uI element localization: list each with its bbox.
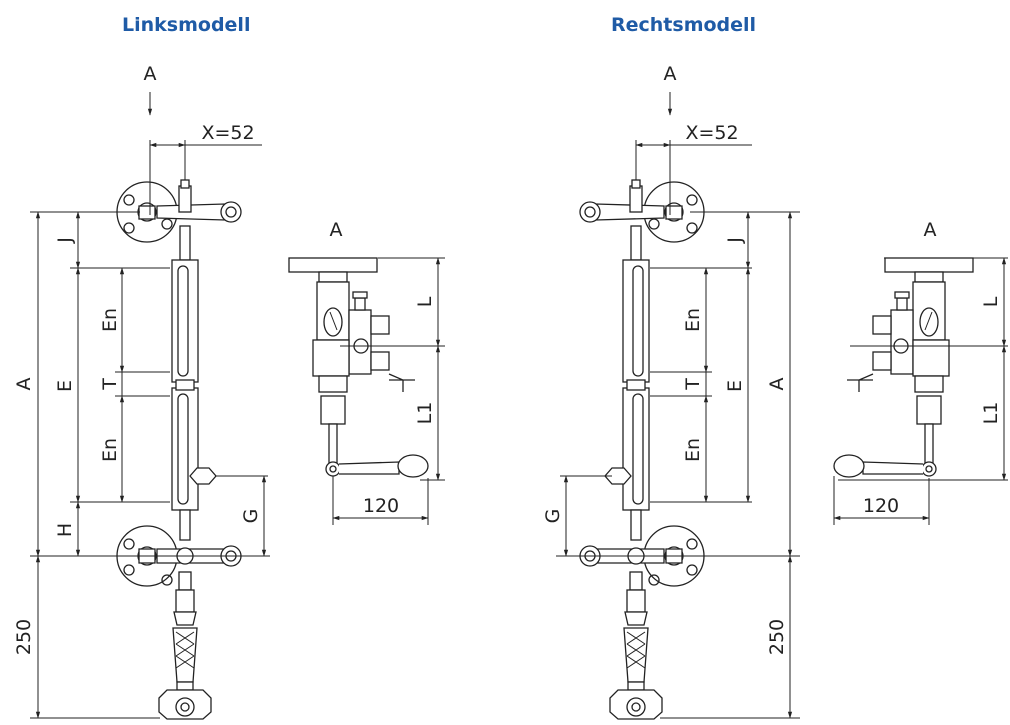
left-j-label: J bbox=[54, 237, 76, 244]
left-l1-label: L1 bbox=[414, 402, 436, 425]
left-handle-120-label: 120 bbox=[363, 495, 399, 517]
right-view-label: A bbox=[664, 63, 677, 85]
right-valve-250-label: 250 bbox=[766, 619, 788, 655]
left-t-label: T bbox=[99, 378, 121, 391]
left-l-label: L bbox=[414, 296, 436, 307]
right-overall-length-label: A bbox=[766, 378, 788, 391]
right-en-upper-label: En bbox=[682, 308, 704, 332]
left-x-offset-label: X=52 bbox=[201, 122, 254, 144]
left-en-lower-label: En bbox=[99, 438, 121, 462]
left-valve-250-label: 250 bbox=[13, 619, 35, 655]
right-model-title: Rechtsmodell bbox=[611, 14, 757, 36]
right-g-label: G bbox=[542, 509, 564, 524]
left-e-label: E bbox=[54, 380, 76, 392]
left-view-label: A bbox=[144, 63, 157, 85]
left-overall-length-label: A bbox=[13, 378, 35, 391]
right-handle-120-label: 120 bbox=[863, 495, 899, 517]
left-side-view-label: A bbox=[330, 219, 343, 241]
left-g-label: G bbox=[240, 509, 262, 524]
right-l-label: L bbox=[980, 296, 1002, 307]
left-h-label: H bbox=[54, 523, 76, 537]
right-e-label: E bbox=[724, 380, 746, 392]
right-en-lower-label: En bbox=[682, 438, 704, 462]
right-view-a-drawing bbox=[833, 257, 974, 478]
left-en-upper-label: En bbox=[99, 308, 121, 332]
right-l1-label: L1 bbox=[980, 402, 1002, 425]
left-column-drawing bbox=[116, 179, 242, 720]
left-view-a-drawing bbox=[288, 257, 429, 478]
right-t-label: T bbox=[682, 378, 704, 391]
right-side-view-label: A bbox=[924, 219, 937, 241]
right-x-offset-label: X=52 bbox=[685, 122, 738, 144]
left-model-title: Linksmodell bbox=[122, 14, 251, 36]
right-j-label: J bbox=[724, 237, 746, 244]
